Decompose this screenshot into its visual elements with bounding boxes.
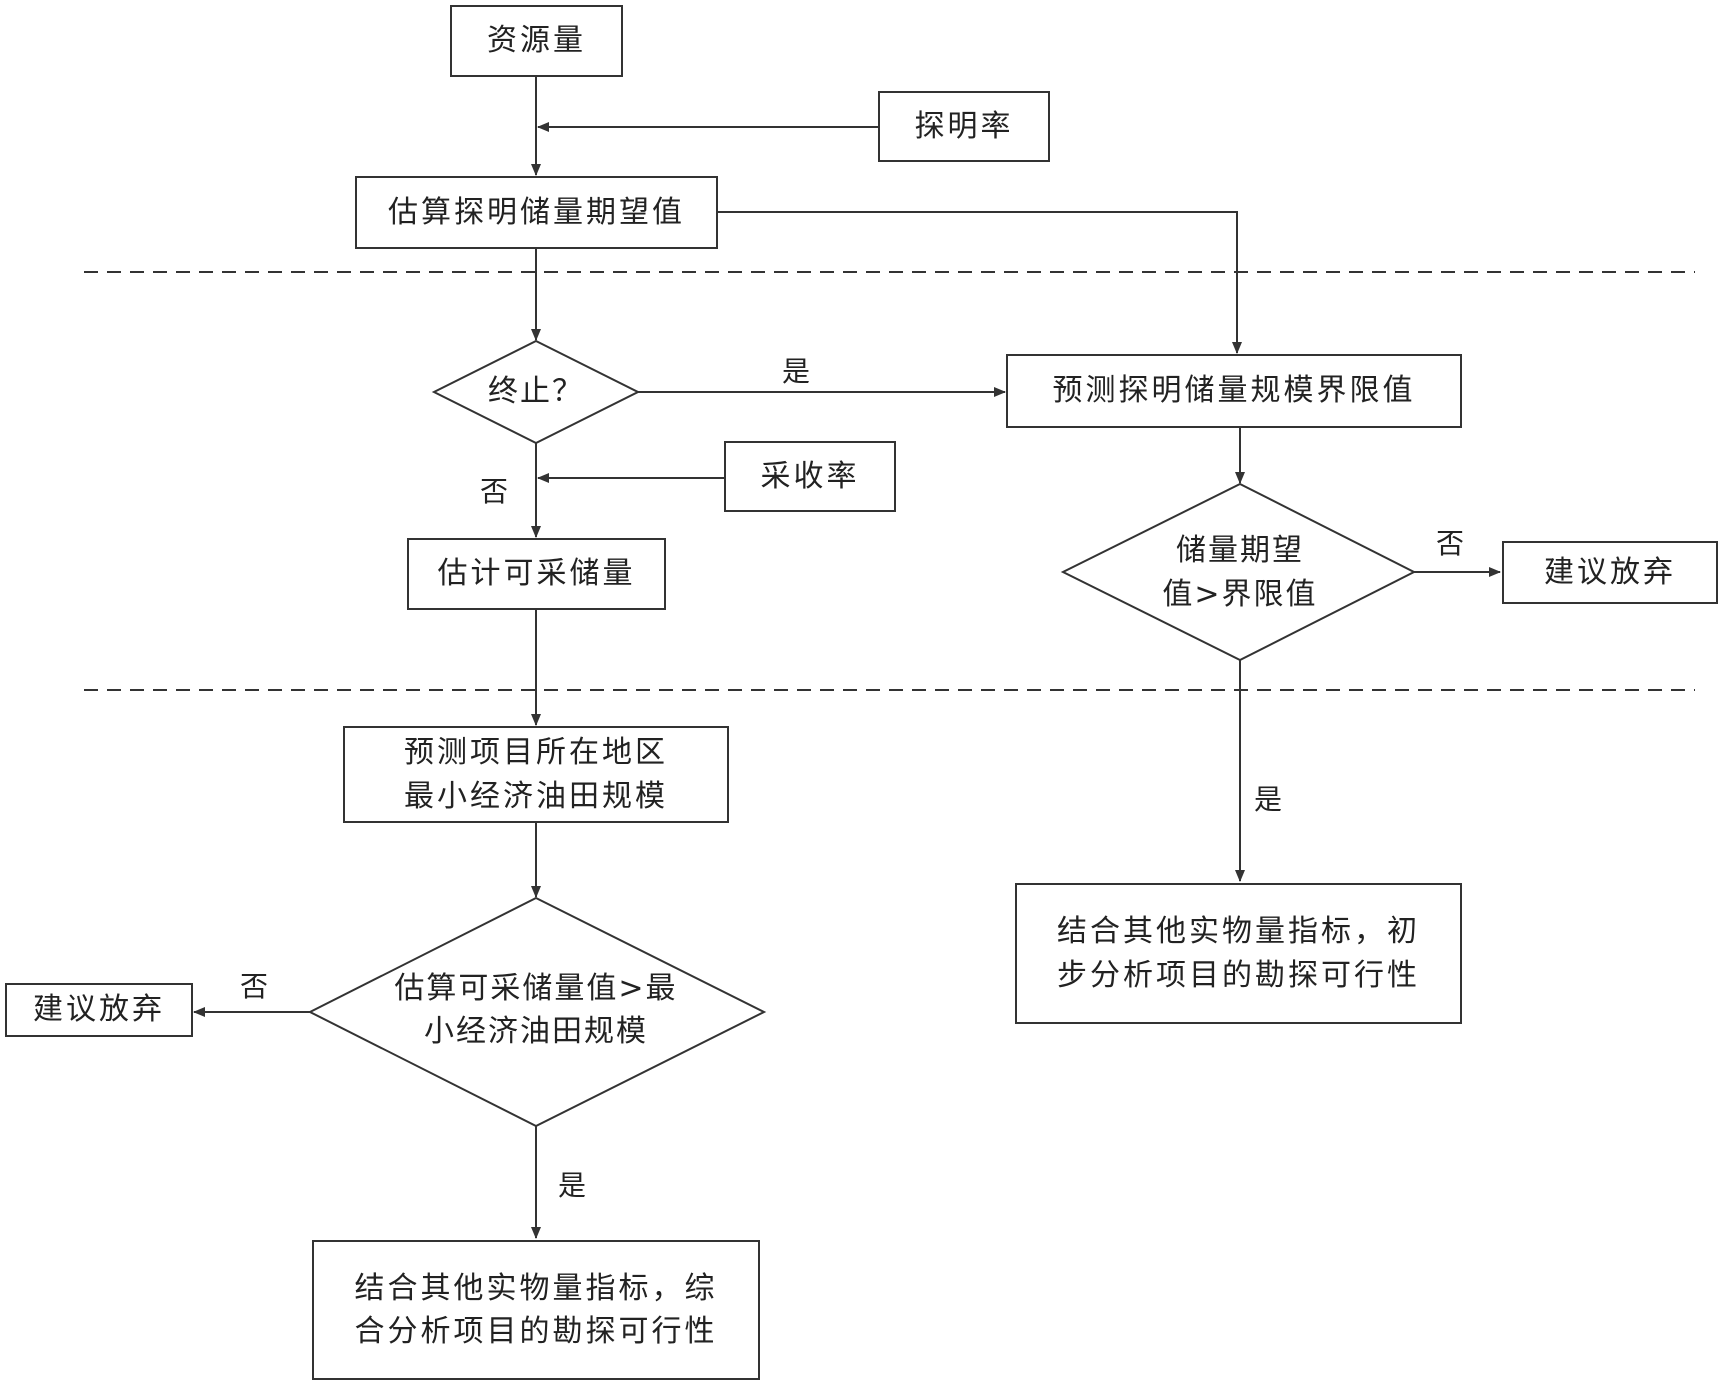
estimate-recoverable-box: 估计可采储量 [407,538,666,610]
reserve-threshold-text: 储量期望 值>界限值 [1162,533,1318,612]
arrow-estimate-to-threshold [718,211,1242,354]
abandon-right-box: 建议放弃 [1502,541,1718,604]
analysis-left-box: 结合其他实物量指标，综 合分析项目的勘探可行性 [312,1240,760,1380]
predict-threshold-box: 预测探明储量规模界限值 [1006,354,1462,428]
resources-box: 资源量 [450,5,623,77]
discovery-rate-box: 探明率 [878,91,1050,162]
analysis-right-box: 结合其他实物量指标，初 步分析项目的勘探可行性 [1015,883,1462,1024]
yes-terminate-label: 是 [782,355,811,388]
no-terminate-label: 否 [480,475,509,508]
abandon-left-box: 建议放弃 [5,983,193,1037]
yes-right-label: 是 [1254,783,1283,816]
recovery-rate-box: 采收率 [724,441,896,512]
estimate-proven-box: 估算探明储量期望值 [355,176,718,249]
predict-min-field-box: 预测项目所在地区 最小经济油田规模 [343,726,729,823]
compare-recoverable-text: 估算可采储量值>最 小经济油田规模 [394,970,678,1050]
no-right-label: 否 [1436,527,1465,560]
yes-left-label: 是 [558,1169,587,1202]
no-left-label: 否 [240,970,269,1003]
terminate-text: 终止？ [488,374,584,410]
